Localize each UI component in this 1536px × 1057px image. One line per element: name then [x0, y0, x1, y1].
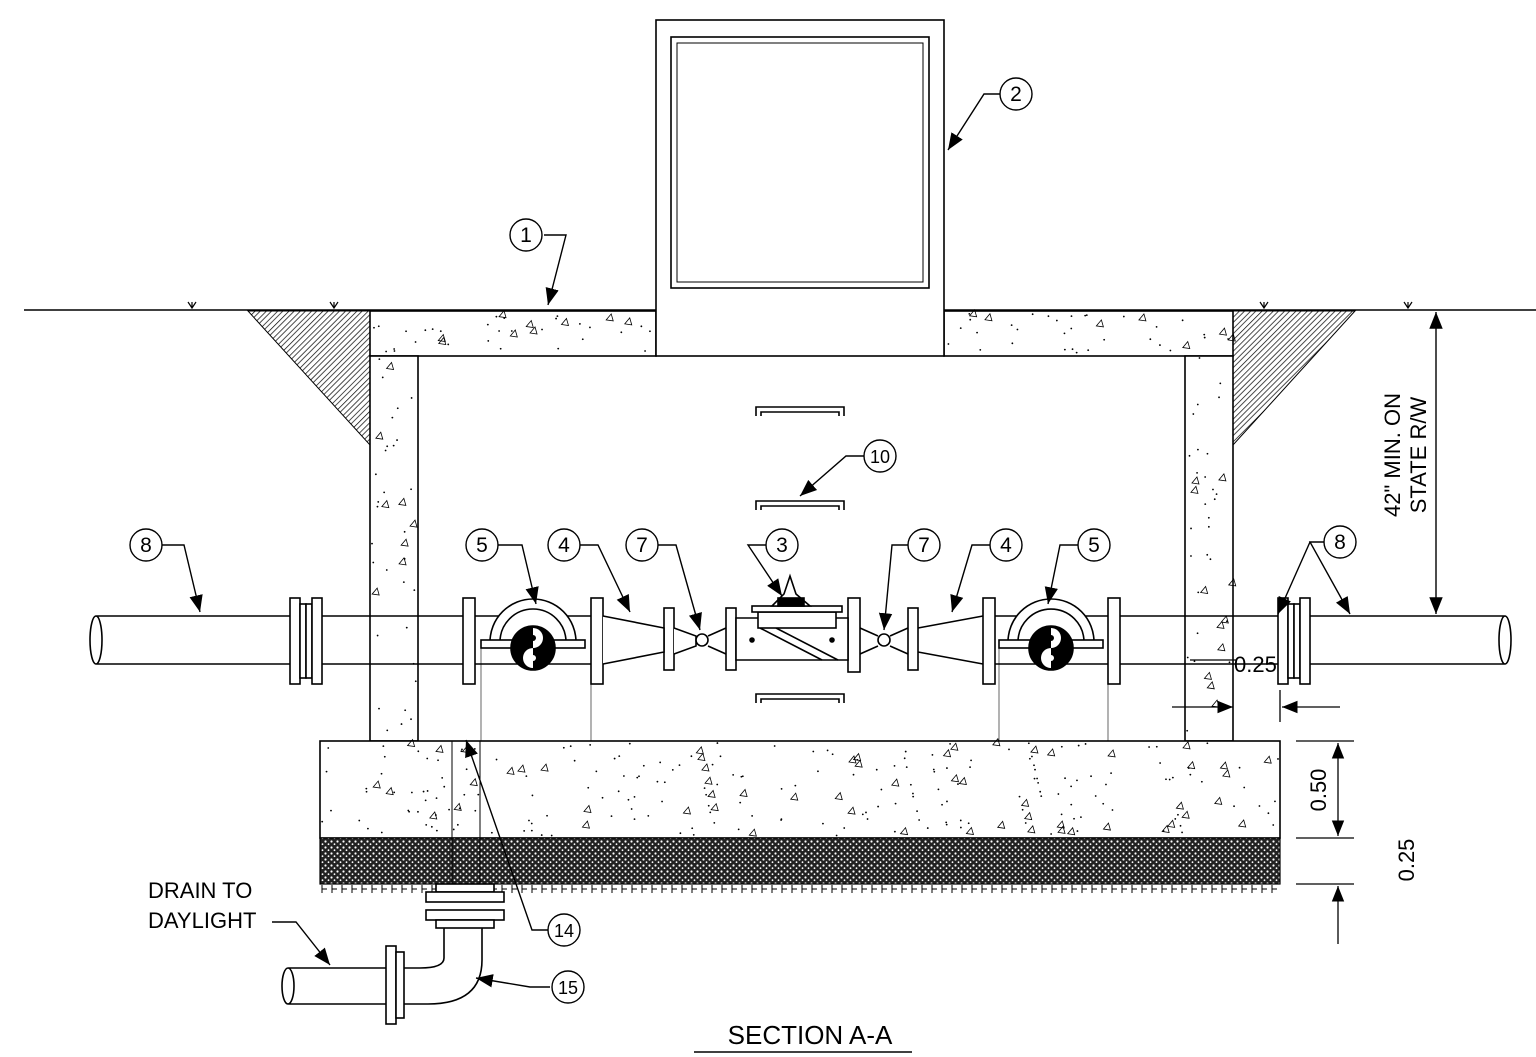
dim-slab: 0.50	[1306, 769, 1331, 812]
callout-number-c4r: 4	[1000, 534, 1012, 557]
wall-gap-dimension	[1172, 659, 1340, 722]
callout-number-c15: 15	[558, 978, 578, 998]
drain-label-1: DRAIN TO	[148, 878, 252, 903]
dim-wall-gap: 0.25	[1234, 652, 1277, 677]
slab-speckle	[321, 737, 1279, 837]
drain-label-2: DAYLIGHT	[148, 908, 256, 933]
ladder-rungs	[755, 406, 845, 703]
callout-bubble-c8r	[1323, 525, 1357, 559]
callout-number-c10: 10	[870, 447, 890, 467]
callout-number-c7r: 7	[918, 534, 930, 557]
concrete-speckle	[371, 308, 1237, 732]
callout-bubble-c7r	[907, 528, 941, 562]
callout-number-c1: 1	[520, 224, 532, 247]
backfill-right	[1232, 310, 1357, 447]
callout-bubble-c10	[863, 439, 897, 473]
flanges	[289, 597, 1311, 685]
concrete-vault	[369, 310, 1234, 742]
callout-number-c8l: 8	[140, 534, 152, 557]
callout-number-c5l: 5	[476, 534, 488, 557]
callout-bubble-c4l	[547, 528, 581, 562]
floor-drain	[281, 741, 505, 1025]
callout-bubble-c5l	[465, 528, 499, 562]
gate-valve-left	[475, 598, 592, 741]
callout-bubble-c15	[551, 970, 585, 1004]
callout-leaders	[162, 93, 1351, 988]
reducers	[602, 615, 984, 665]
backfill-left	[246, 310, 371, 447]
callout-bubble-c3	[765, 528, 799, 562]
callout-number-c7l: 7	[636, 534, 648, 557]
callout-number-c3: 3	[776, 534, 788, 557]
base-slab	[319, 740, 1281, 839]
callout-bubble-c4r	[989, 528, 1023, 562]
callout-number-c8r: 8	[1334, 531, 1346, 554]
water-meter	[735, 573, 849, 661]
dim-gravel: 0.25	[1394, 839, 1419, 882]
callout-bubble-c2	[999, 77, 1033, 111]
callout-number-c2: 2	[1010, 83, 1022, 106]
callout-number-c5r: 5	[1088, 534, 1100, 557]
depth-note-1: 42" MIN. ON	[1380, 393, 1405, 517]
drain-leader	[272, 921, 331, 966]
gravel-layer	[319, 837, 1281, 885]
callout-bubble-c1	[509, 218, 543, 252]
depth-note-2: STATE R/W	[1406, 397, 1431, 514]
callout-bubble-c8l	[129, 528, 163, 562]
callout-number-c14: 14	[554, 921, 574, 941]
ground-markers	[187, 301, 1413, 310]
gate-valve-right	[995, 598, 1109, 741]
access-hatch	[655, 19, 945, 357]
callout-bubble-c7l	[625, 528, 659, 562]
callout-bubble-c5r	[1077, 528, 1111, 562]
callout-number-c4l: 4	[558, 534, 570, 557]
callout-bubbles: 1 2 3 4 4 5 5 7 7 8 8 10 14 15	[129, 77, 1357, 1004]
main-pipe	[89, 615, 1512, 665]
section-title: SECTION A-A	[728, 1020, 893, 1050]
callout-bubble-c14	[547, 913, 581, 947]
slab-dimensions	[1296, 740, 1354, 944]
